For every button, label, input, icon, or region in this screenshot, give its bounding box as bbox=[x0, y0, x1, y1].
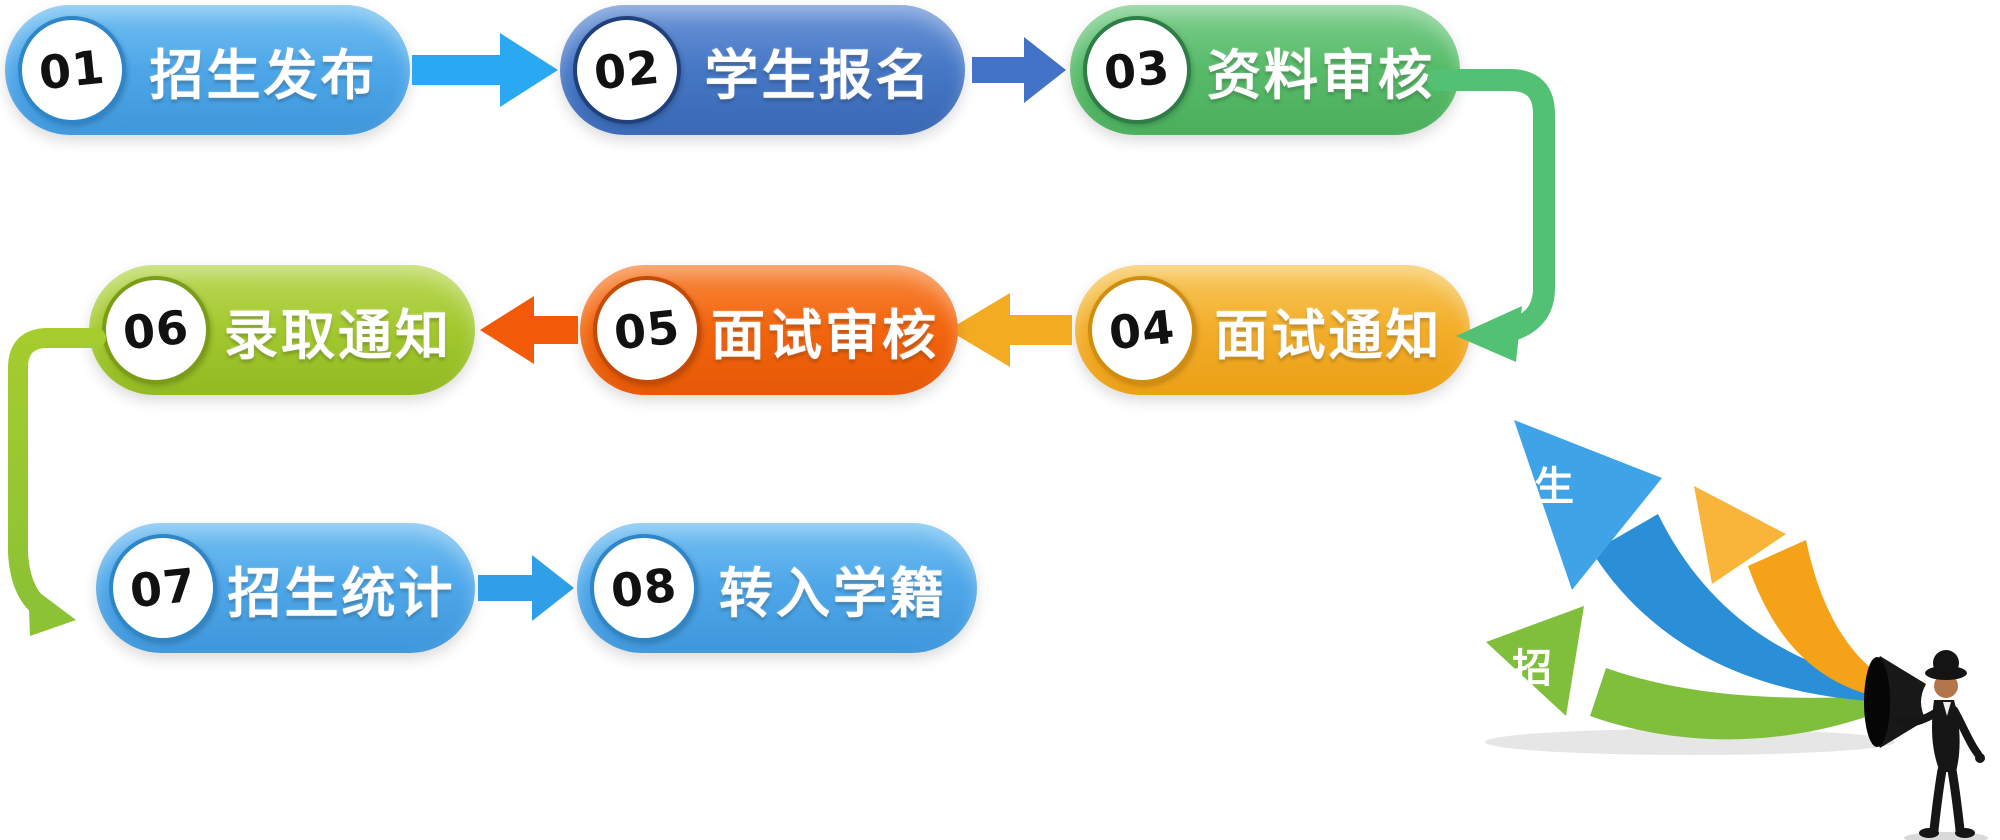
step-number: 02 bbox=[591, 39, 663, 101]
step-number: 07 bbox=[127, 557, 199, 619]
left-arrow-icon bbox=[480, 296, 578, 364]
step-pill-01: 01 招生发布 bbox=[5, 5, 410, 135]
step-label: 招生统计 bbox=[227, 561, 456, 625]
step-pill-08: 08 转入学籍 bbox=[577, 523, 977, 653]
step-pill-04: 04 面试通知 bbox=[1075, 265, 1470, 395]
step-pill-03: 03 资料审核 bbox=[1070, 5, 1460, 135]
blue-swoosh-arrowhead-icon bbox=[1514, 420, 1662, 590]
step-label: 招生发布 bbox=[149, 43, 378, 107]
step-number-badge: 05 bbox=[593, 276, 701, 384]
step-number-badge: 07 bbox=[109, 534, 217, 642]
arrow-step4-to-step5 bbox=[948, 288, 1072, 372]
person-hat-brim bbox=[1925, 666, 1967, 680]
person-shadow bbox=[1904, 832, 1988, 840]
green-arrow-label: 招 bbox=[1512, 646, 1552, 692]
megaphone-opening bbox=[1864, 657, 1890, 747]
step-label: 转入学籍 bbox=[719, 561, 947, 625]
green-swoosh-arrowhead-icon bbox=[1486, 606, 1584, 716]
blue-arrow-label: 生 bbox=[1534, 464, 1574, 510]
step-pill-06: 06 录取通知 bbox=[89, 265, 475, 395]
right-arrow-icon bbox=[478, 555, 574, 621]
orange-swoosh-arrowhead-icon bbox=[1694, 486, 1786, 584]
step-pill-05: 05 面试审核 bbox=[580, 265, 958, 395]
person-arm-right bbox=[1950, 706, 1982, 758]
left-arrow-icon bbox=[948, 293, 1072, 367]
step-number: 08 bbox=[608, 557, 680, 619]
step-number: 01 bbox=[36, 39, 108, 101]
step-label: 学生报名 bbox=[704, 43, 933, 107]
cartoon-person bbox=[1896, 650, 1988, 840]
step-number-badge: 02 bbox=[573, 16, 681, 124]
ground-shadow bbox=[1485, 729, 1895, 755]
step-number-badge: 06 bbox=[102, 276, 210, 384]
elbow-connector-step6-to-step7 bbox=[7, 328, 106, 636]
elbow-line bbox=[7, 328, 106, 620]
step-pill-02: 02 学生报名 bbox=[560, 5, 965, 135]
down-right-arrowhead-icon bbox=[28, 584, 76, 636]
step-number: 03 bbox=[1101, 39, 1173, 101]
step-pill-07: 07 招生统计 bbox=[96, 523, 475, 653]
arrow-step7-to-step8 bbox=[478, 552, 574, 624]
orange-swoosh-body bbox=[1748, 540, 1896, 700]
arrow-step1-to-step2 bbox=[412, 28, 558, 112]
megaphone-icon bbox=[1868, 656, 1926, 748]
person-leg-left bbox=[1929, 765, 1947, 835]
step-number-badge: 08 bbox=[590, 534, 698, 642]
arrow-step5-to-step6 bbox=[480, 292, 578, 368]
person-hand bbox=[1975, 753, 1985, 763]
arrow-step2-to-step3 bbox=[972, 34, 1066, 106]
person-leg-right bbox=[1947, 765, 1965, 835]
step-number: 06 bbox=[120, 299, 192, 361]
green-swoosh-body bbox=[1590, 668, 1890, 740]
person-arm-left bbox=[1896, 706, 1944, 727]
step-number: 04 bbox=[1106, 299, 1178, 361]
step-number-badge: 01 bbox=[18, 16, 126, 124]
step-number-badge: 03 bbox=[1083, 16, 1191, 124]
person-head bbox=[1934, 674, 1958, 698]
person-shirt bbox=[1943, 702, 1951, 716]
right-arrow-icon bbox=[972, 37, 1066, 103]
step-label: 录取通知 bbox=[224, 303, 452, 367]
step-label: 资料审核 bbox=[1207, 43, 1435, 107]
person-torso bbox=[1932, 700, 1960, 772]
person-foot-right bbox=[1955, 828, 1975, 838]
right-arrow-icon bbox=[412, 33, 558, 107]
step-label: 面试通知 bbox=[1214, 303, 1443, 367]
step-label: 面试审核 bbox=[711, 303, 939, 367]
blue-swoosh-body bbox=[1592, 514, 1890, 702]
step-number: 05 bbox=[611, 299, 683, 361]
person-hat bbox=[1933, 650, 1959, 676]
step-number-badge: 04 bbox=[1088, 276, 1196, 384]
decoration-enrollment-arrows: 招 生 bbox=[1485, 420, 1988, 840]
person-foot-left bbox=[1919, 828, 1939, 838]
